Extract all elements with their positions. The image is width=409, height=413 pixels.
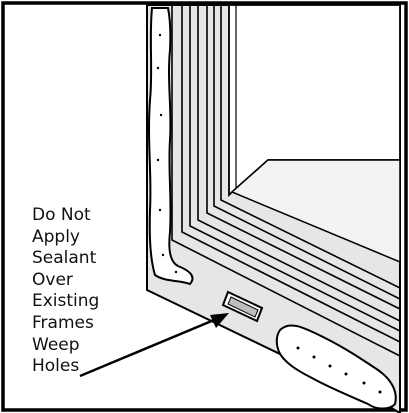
sealant-bead-vertical — [148, 7, 194, 286]
callout-line-2: Apply — [32, 226, 80, 247]
sealant-texture-dots — [156, 33, 382, 394]
callout-line-3: Sealant — [32, 248, 97, 269]
callout-line-6: Frames — [32, 312, 94, 333]
callout-line-4: Over — [32, 269, 73, 290]
sill-surface — [230, 159, 401, 264]
callout-line-7: Weep — [32, 334, 80, 355]
callout-line-1: Do Not — [32, 205, 91, 225]
callout-arrow — [79, 313, 229, 378]
window-frame — [171, 5, 401, 357]
weep-hole — [221, 290, 264, 323]
callout-line-5: Existing — [32, 291, 100, 312]
weep-holes-callout-text: Do Not Apply Sealant Over Existing Frame… — [32, 205, 152, 378]
callout-line-8: Holes — [32, 356, 80, 377]
sealant-bead-sill — [275, 324, 397, 410]
